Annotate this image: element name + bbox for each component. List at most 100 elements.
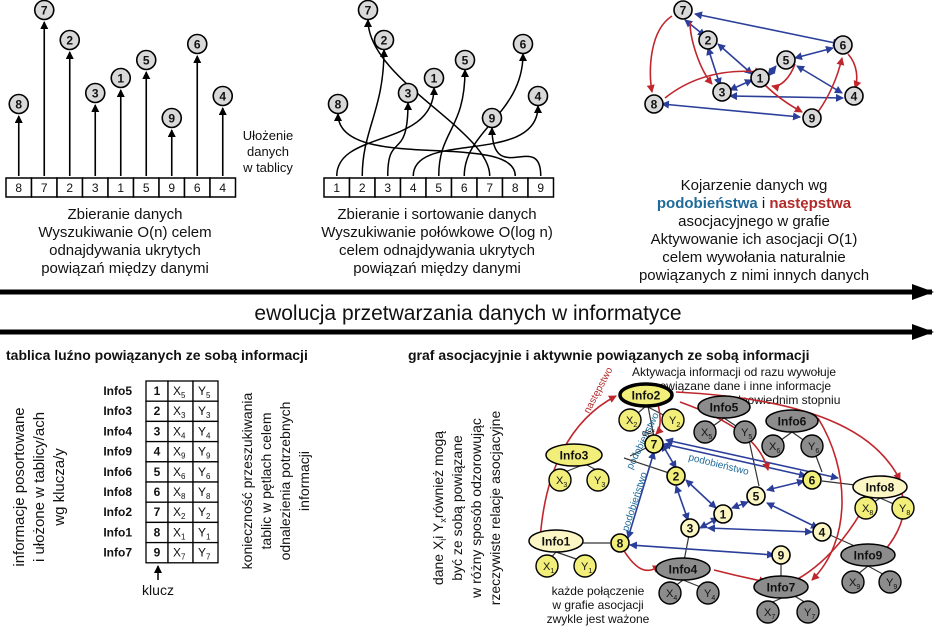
number-node-value: 3 <box>719 86 726 100</box>
array-cell-value: 1 <box>333 181 340 195</box>
array-cell: 1 <box>323 177 351 198</box>
array-cell-value: 6 <box>461 181 468 195</box>
array-cell: 6 <box>183 177 211 198</box>
number-node-value: 7 <box>41 4 48 18</box>
row-label: Info2 <box>103 505 132 519</box>
array-cell: 9 <box>158 177 186 198</box>
row-label: Info9 <box>103 445 132 459</box>
row-y-letter: Y <box>198 424 206 438</box>
graph-vertical-text: dane Xii Yxrównież mogą być ze sobą powi… <box>430 411 503 606</box>
number-node: 7 <box>644 434 664 454</box>
row-y: Y8 <box>198 485 211 501</box>
number-node-value: 7 <box>680 4 687 18</box>
array-cell-value: 4 <box>410 181 417 195</box>
number-node-value: 2 <box>66 34 73 48</box>
row-y: Y4 <box>198 424 211 440</box>
row-x-sub: 3 <box>181 411 186 420</box>
col1-caption-line: powiązań między danymi <box>41 260 209 277</box>
row-x: X7 <box>173 546 186 562</box>
vertical-line: w różny sposób odzorowując <box>468 418 484 599</box>
number-node-value: 7 <box>365 4 372 18</box>
array-cell-value: 4 <box>219 181 226 195</box>
number-node-value: 1 <box>117 72 124 86</box>
left-vertical-text: informacje posortowane i ułożone w tabli… <box>11 407 68 566</box>
number-node: 2 <box>666 466 686 486</box>
number-node-value: 2 <box>673 470 680 484</box>
array-cell: 8 <box>5 177 33 198</box>
y-node: Y5 <box>733 420 757 444</box>
array-cell-value: 3 <box>92 181 99 195</box>
array-cell-value: 9 <box>537 181 544 195</box>
x-node: X4 <box>658 581 682 605</box>
row-x-sub: 4 <box>181 431 186 440</box>
number-node-value: 5 <box>783 54 790 68</box>
weight-note-line: każde połączenie <box>552 584 645 598</box>
row-key: 2 <box>154 404 161 418</box>
array-cell: 4 <box>399 177 427 198</box>
row-y-sub: 6 <box>206 472 211 481</box>
col2-caption-line: Wyszukiwanie połówkowe O(log n) <box>321 224 553 241</box>
col3-caption-line: podobieństwa i następstwa <box>657 195 852 212</box>
number-node: 5 <box>746 486 766 506</box>
number-node-value: 7 <box>651 438 658 452</box>
xy-letter: X <box>849 577 857 589</box>
xy-label: Y1 <box>581 561 592 575</box>
row-label: Info7 <box>103 546 132 560</box>
row-x-sub: 9 <box>181 452 186 461</box>
xy-sub: 3 <box>601 482 605 489</box>
row-y-sub: 9 <box>206 452 211 461</box>
number-node-value: 5 <box>462 54 469 68</box>
xy-letter: Y <box>669 415 677 427</box>
number-node: 3 <box>397 82 419 104</box>
row-label: Info5 <box>103 384 132 398</box>
xy-sub: 9 <box>893 584 897 591</box>
row-label: Info8 <box>103 485 132 499</box>
xy-letter: X <box>626 415 634 427</box>
col3-caption-line: celem wywołania naturalnie <box>662 249 845 266</box>
weighted-note: każde połączenie w grafie asocjacji zwyk… <box>547 584 650 626</box>
xy-label: X2 <box>626 415 637 429</box>
info-label: Info3 <box>560 449 589 463</box>
key-label: klucz <box>142 582 174 598</box>
row-y-sub: 5 <box>206 391 211 400</box>
row-key: 9 <box>154 546 161 560</box>
activation-note: Aktywacja informacji od razu wywołuje po… <box>632 365 840 407</box>
xy-letter: X <box>666 588 674 600</box>
xy-label: Y4 <box>704 588 715 602</box>
xy-sub: 7 <box>771 614 775 621</box>
row-y: Y2 <box>198 505 211 521</box>
row-x: X2 <box>173 505 186 521</box>
vertical-sub-i: i <box>438 539 448 541</box>
xy-letter: X <box>543 561 551 573</box>
and-word: i <box>758 195 770 212</box>
number-node: 8 <box>610 533 630 553</box>
array-cell-value: 6 <box>194 181 201 195</box>
row-x-letter: X <box>173 525 181 539</box>
row-x: X9 <box>173 445 186 461</box>
xy-label: Y8 <box>899 503 910 517</box>
vertical-line: konieczność przeszukiwania <box>239 392 255 569</box>
x-node: X9 <box>841 570 865 594</box>
succession-label: następstwo <box>582 365 616 415</box>
vertical-line: wg klucza/y <box>51 448 68 527</box>
row-x: X5 <box>173 384 186 400</box>
xy-sub: 3 <box>563 482 567 489</box>
x-node: X5 <box>693 420 717 444</box>
number-node-value: 3 <box>92 87 99 101</box>
number-node-value: 9 <box>168 112 175 126</box>
number-node-value: 3 <box>405 87 412 101</box>
number-node-value: 3 <box>687 522 694 536</box>
array-cell: 4 <box>209 177 237 198</box>
row-x-letter: X <box>173 384 181 398</box>
row-x: X1 <box>173 525 186 541</box>
